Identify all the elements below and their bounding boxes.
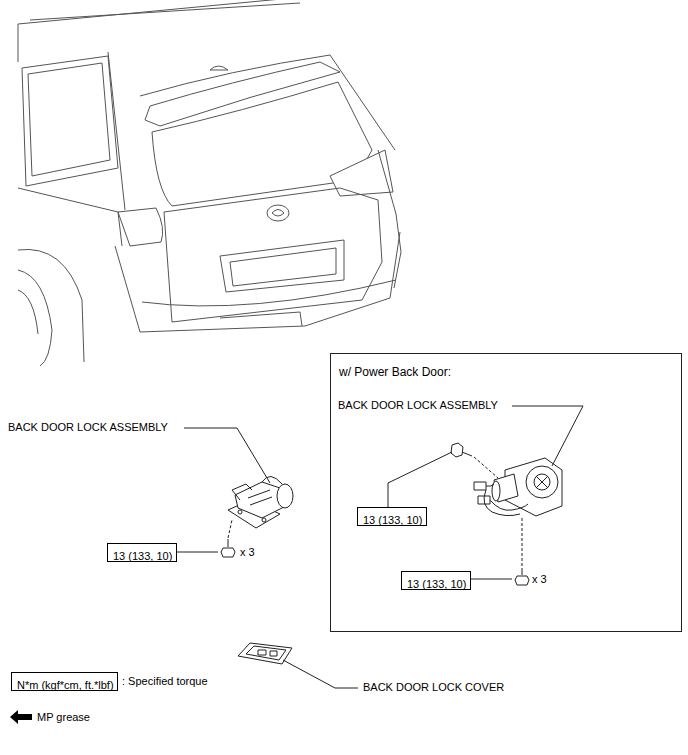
leader-line [160,406,583,688]
vehicle-illustration [210,66,228,70]
lock-assembly-drawing [474,458,562,516]
lock-assembly-drawing [526,466,558,498]
dashed-line [522,516,523,566]
vehicle-illustration [115,232,400,332]
lock-assembly-drawing [238,510,242,514]
lock-assembly-drawing [534,474,550,490]
part-name: BACK DOOR LOCK COVER [363,681,504,694]
bolt [451,443,463,457]
lock-assembly-drawing [262,518,266,522]
dashed-line [228,520,232,538]
vehicle-illustration [220,312,302,326]
vehicle-illustration [267,205,289,221]
quantity: x 3 [532,573,547,586]
bolt [221,548,235,557]
vehicle-illustration [18,188,122,246]
vehicle-illustration [220,240,344,292]
part-name: BACK DOOR LOCK ASSEMBLY [338,399,498,412]
grease-arrow-symbol [10,710,32,724]
vehicle-illustration [22,56,118,186]
torque-value: N*m (kgf*cm, ft.*lbf) [17,679,114,692]
bolt [522,568,523,575]
torque-value: 13 (133, 10) [407,578,466,591]
lock-assembly-drawing [536,476,548,488]
bolt [228,539,229,547]
lock-assembly-drawing [492,481,500,501]
torque-box: 13 (133, 10) [107,543,177,562]
dashed-line [474,457,498,478]
lock-assembly-drawing [486,484,494,486]
vehicle-illustration [142,280,396,306]
torque-value: 13 (133, 10) [363,514,422,527]
leader-line [512,406,583,466]
torque-box: 13 (133, 10) [401,571,471,590]
quantity: x 3 [240,546,255,559]
bolt [221,539,235,557]
leader-line [283,660,358,688]
cover-drawing [270,651,277,656]
vehicle-illustration [30,3,300,20]
vehicle-illustration [272,210,284,217]
vehicle-illustration [28,63,110,176]
lock-assembly-drawing [277,484,293,508]
legend-text: : Specified torque [122,675,208,688]
part-name: BACK DOOR LOCK ASSEMBLY [8,421,168,434]
variant-panel: w/ Power Back Door: 13 (133, 10) 13 (133, … [330,353,682,632]
vehicle-illustration [18,270,52,366]
vehicle-illustration [118,208,163,246]
cover-drawing [246,646,286,660]
bolt [451,443,529,585]
torque-value: 13 (133, 10) [113,550,172,563]
lock-assembly-drawing [484,490,520,516]
legend-torque-box: N*m (kgf*cm, ft.*lbf) [11,672,118,691]
vehicle-illustration [330,150,393,196]
vehicle-illustration [18,0,292,62]
leader-line [184,428,270,483]
legend-text: MP grease [37,711,90,724]
lock-assembly-drawing [248,490,272,505]
bolt [462,452,472,456]
lock-assembly-drawing [228,476,293,528]
panel-heading: w/ Power Back Door: [339,366,451,379]
vehicle-illustration [378,150,401,288]
bolt [515,576,529,585]
vehicle-illustration [18,249,84,362]
lock-assembly-drawing [262,476,282,484]
lock-assembly-drawing [474,482,486,490]
vehicle-illustration [230,248,336,286]
vehicle-illustration [18,290,38,334]
torque-box: 13 (133, 10) [357,507,427,526]
vehicle-illustration [18,0,401,366]
lock-assembly-drawing [490,500,528,510]
cover-drawing [258,650,266,655]
vehicle-illustration [108,52,125,210]
leader-line [388,452,452,508]
